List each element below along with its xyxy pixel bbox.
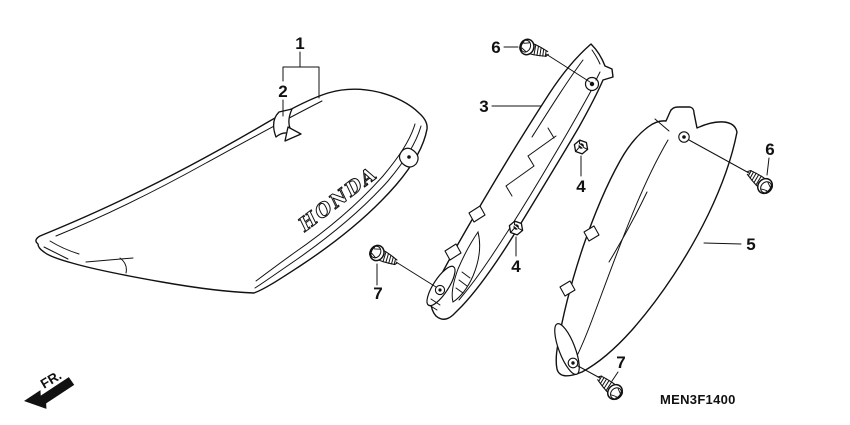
side-cover-crease-1 [574, 139, 669, 361]
bolt-icon [366, 241, 402, 272]
callout-6b-line [688, 139, 770, 176]
seat-nose-fold [43, 240, 80, 260]
seat: HONDA [35, 88, 428, 294]
callout-7-front[interactable]: 7 [373, 284, 382, 303]
nut-icon [573, 139, 589, 155]
callout-4-lower[interactable]: 4 [511, 257, 521, 276]
inner-panel-tab-1 [468, 205, 486, 223]
seat-latch-hole [407, 155, 411, 159]
seat-strap-flap [284, 126, 302, 142]
nut-icon [508, 220, 524, 236]
callout-3[interactable]: 3 [479, 97, 488, 116]
seat-bottom-detail [85, 257, 134, 274]
leader-lines [282, 46, 770, 382]
callout-5-line [703, 242, 742, 245]
bolt-icon [516, 36, 553, 64]
side-cover-tab-hole-center [682, 135, 686, 139]
part-code: MEN3F1400 [660, 392, 736, 407]
callout-6a-line [503, 46, 591, 83]
callout-7a-line [376, 261, 437, 288]
callout-2[interactable]: 2 [278, 82, 287, 101]
inner-panel-grommet-bottom-hole [438, 288, 442, 292]
inner-panel [426, 43, 614, 320]
side-cover-top-line [654, 118, 670, 132]
callout-1-bracket [282, 51, 320, 117]
inner-panel-foot-hatch [428, 298, 441, 311]
callout-4-upper[interactable]: 4 [576, 177, 586, 196]
inner-panel-channel-hatch [455, 271, 471, 294]
callout-7b-line [577, 365, 619, 382]
bolt-icon [741, 164, 777, 198]
front-direction-indicator: FR. [24, 368, 75, 409]
side-cover-outline [555, 106, 738, 377]
inner-panel-steps [505, 127, 557, 197]
side-cover-tab-2 [559, 280, 576, 297]
side-cover-tab-1 [583, 225, 600, 242]
inner-panel-beak-line [591, 49, 601, 81]
inner-panel-channel [451, 230, 481, 303]
inner-panel-tab-2 [444, 243, 462, 261]
inner-panel-outline [430, 43, 614, 320]
seat-outline [35, 88, 428, 294]
side-cover-crease-2 [608, 191, 648, 263]
inner-panel-grommet-top-hole [589, 81, 595, 87]
inner-panel-contour-right [458, 79, 598, 301]
side-cover-foot-hole-center [571, 361, 575, 365]
fr-arrow-icon [24, 377, 75, 409]
side-cover [554, 106, 738, 377]
callout-5[interactable]: 5 [746, 235, 755, 254]
callout-7-rear[interactable]: 7 [616, 353, 625, 372]
callout-6-right[interactable]: 6 [765, 140, 774, 159]
callout-6-upper[interactable]: 6 [491, 38, 500, 57]
inner-panel-contour-left [531, 59, 584, 138]
callout-1[interactable]: 1 [295, 34, 304, 53]
bolt-icon [592, 369, 627, 404]
